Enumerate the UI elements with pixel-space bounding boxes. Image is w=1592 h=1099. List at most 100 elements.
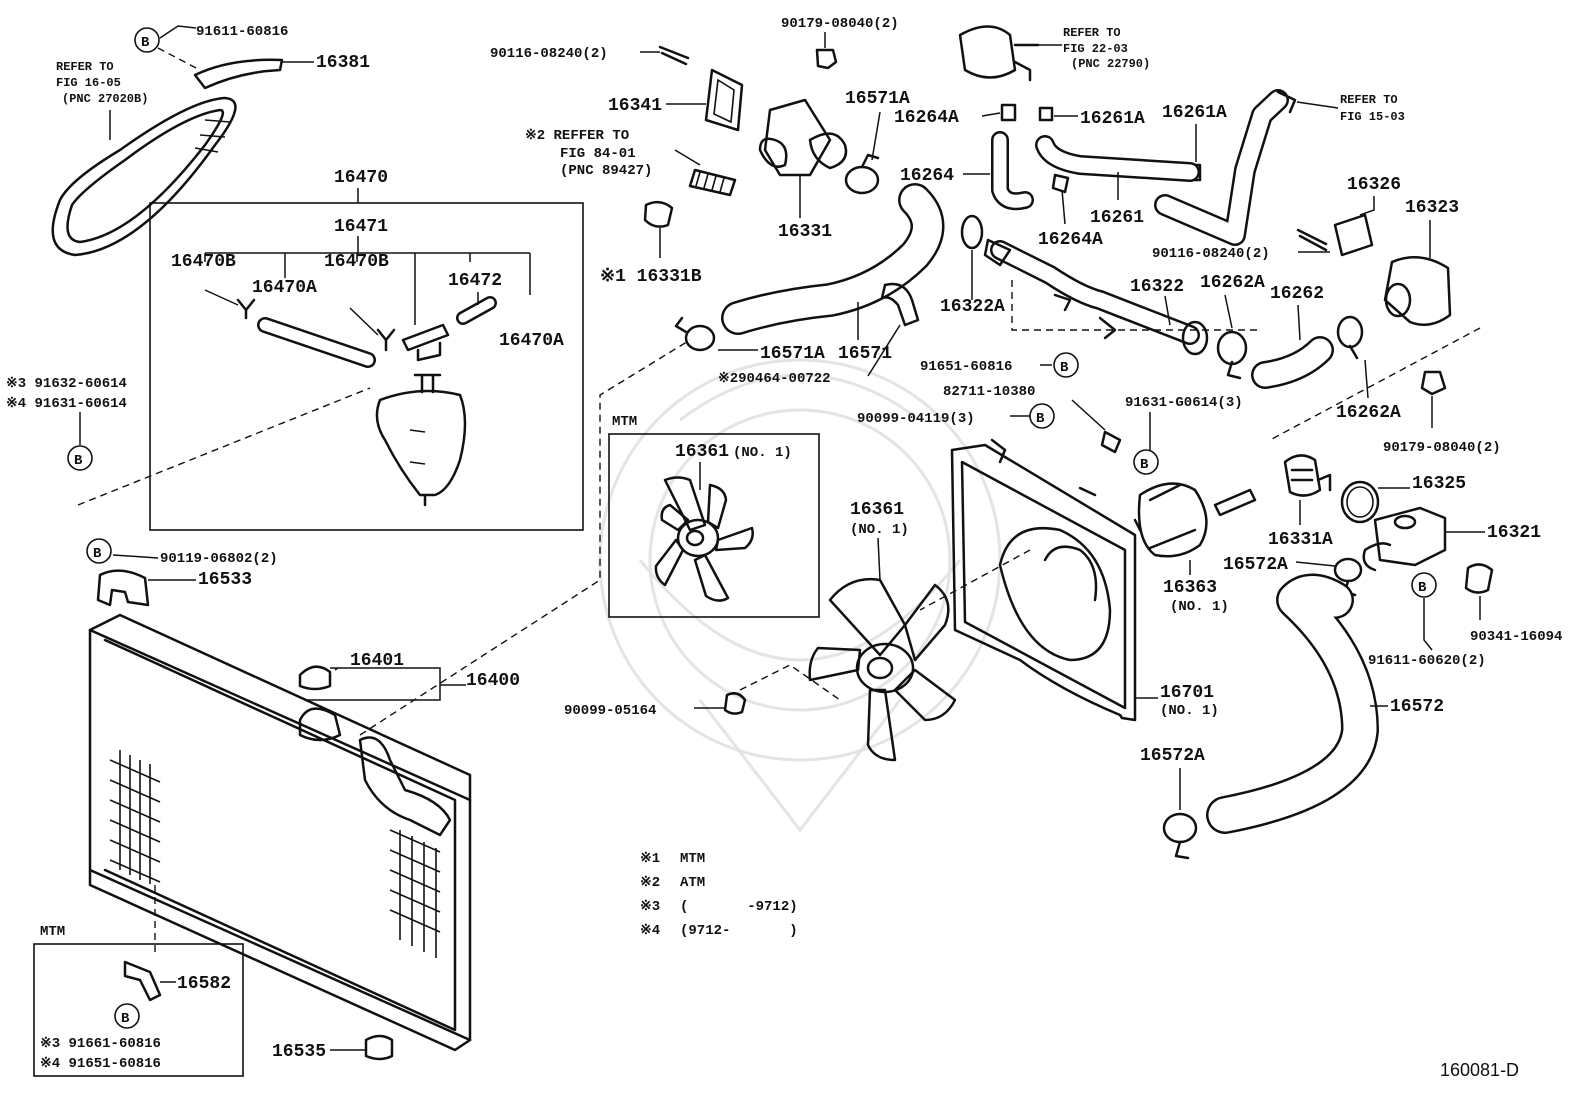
lower-radiator-hose-16572: [1206, 573, 1379, 834]
reservoir-group-box: [149, 202, 584, 531]
water-pipe-refer-15: [1154, 89, 1297, 246]
callout-16470a: 16470A: [252, 278, 317, 298]
callout-91651-60816: 91651-60816: [920, 359, 1012, 375]
clamp-16262a-top: [1216, 330, 1248, 380]
circle-b-marker: B: [134, 27, 160, 53]
callout-16470: 16470: [334, 168, 388, 188]
refer-22-line3: (PNC 22790): [1071, 57, 1150, 71]
circle-b-marker-91651: B: [1053, 352, 1079, 378]
callout-16331a: 16331A: [1268, 530, 1333, 550]
nut-90099-05164: [723, 692, 747, 715]
svg-text:B: B: [1036, 411, 1045, 427]
callout-16341: 16341: [608, 96, 662, 116]
callout-16262a-bottom: 16262A: [1336, 403, 1401, 423]
refer-22-line2: FIG 22-03: [1063, 42, 1128, 56]
circle-b-marker-bottom: B: [114, 1003, 140, 1029]
mtm-fan-label: MTM: [612, 414, 637, 430]
nut-right: [1420, 370, 1447, 396]
callout-16571a-bottom: 16571A: [760, 344, 825, 364]
callout-16323: 16323: [1405, 198, 1459, 218]
gasket-16326: [1333, 213, 1374, 257]
rivet-82711: [1100, 430, 1122, 454]
callout-16361-main-no: (NO. 1): [850, 522, 909, 538]
radiator-cap: [298, 665, 332, 691]
callout-91611-60620: 91611-60620(2): [1368, 653, 1486, 669]
legend-mark-2: ※2: [640, 875, 660, 891]
callout-16381: 16381: [316, 53, 370, 73]
circle-b-marker-bracket: B: [86, 538, 112, 564]
callout-16262: 16262: [1270, 284, 1324, 304]
callout-16572: 16572: [1390, 697, 1444, 717]
stud-right: [1296, 228, 1328, 252]
callout-90099-04119: 90099-04119(3): [857, 411, 975, 427]
outlet-housing-16331: [758, 98, 848, 177]
clamp-16571a-bottom: [674, 316, 716, 352]
refer-84-line1: ※2 REFFER TO: [525, 128, 629, 144]
reservoir-tank: [375, 373, 467, 507]
legend-mark-1: ※1: [640, 851, 660, 867]
radiator-support-bracket: [96, 569, 150, 607]
callout-16322: 16322: [1130, 277, 1184, 297]
callout-90119-06802: 90119-06802(2): [160, 551, 278, 567]
refer-belt-line3: (PNC 27020B): [62, 92, 148, 106]
svg-text:B: B: [74, 453, 83, 469]
refer-22-line1: REFER TO: [1063, 26, 1121, 40]
refer-belt-line2: FIG 16-05: [56, 76, 121, 90]
svg-text:B: B: [1140, 457, 1149, 473]
callout-90179-08040-top: 90179-08040(2): [781, 16, 899, 32]
circle-b-marker-left: B: [67, 445, 93, 471]
callout-16701-no: (NO. 1): [1160, 703, 1219, 719]
drive-belt: [51, 96, 237, 257]
note4-bottom: ※4 91651-60816: [40, 1056, 161, 1072]
vacuum-valve-part: [958, 25, 1040, 82]
fan-motor-16363: [1133, 482, 1257, 558]
refer-84-line2: FIG 84-01: [560, 146, 636, 162]
mtm-bottom-label: MTM: [40, 924, 65, 940]
callout-90116-08240-top: 90116-08240(2): [490, 46, 608, 62]
reservoir-overflow-hose: [456, 296, 497, 325]
clamp-16264a-bottom: [1051, 173, 1070, 194]
callout-16363-no: (NO. 1): [1170, 599, 1229, 615]
callout-90099-05164: 90099-05164: [564, 703, 656, 719]
fan-16361-mtm: [654, 476, 754, 602]
svg-text:B: B: [141, 35, 150, 51]
callout-16261a-right: 16261A: [1162, 103, 1227, 123]
callout-16262a-top: 16262A: [1200, 273, 1265, 293]
gasket-16341: [704, 68, 744, 132]
clamp-16571a-top: [844, 153, 880, 195]
clamp-16264a-top: [1000, 103, 1017, 122]
note3-bottom: ※3 91661-60816: [40, 1036, 161, 1052]
legend-text-2: ATM: [680, 875, 705, 891]
callout-16533: 16533: [198, 570, 252, 590]
note3-bolt: ※3 91632-60614: [6, 376, 127, 392]
callout-16331: 16331: [778, 222, 832, 242]
thermostat-16331a: [1283, 454, 1332, 497]
legend-text-4: (9712- ): [680, 923, 798, 939]
refer-belt-line1: REFER TO: [56, 60, 114, 74]
callout-16261: 16261: [1090, 208, 1144, 228]
callout-90116-08240-right: 90116-08240(2): [1152, 246, 1270, 262]
gasket-16325: [1340, 480, 1380, 524]
svg-text:B: B: [1060, 360, 1069, 376]
drain-plug: [364, 1034, 394, 1061]
plug-16331b: [643, 200, 674, 228]
callout-16321: 16321: [1487, 523, 1541, 543]
clamp-16572a-bottom: [1162, 812, 1198, 860]
figure-id: 160081-D: [1440, 1060, 1519, 1080]
callout-16571a-top: 16571A: [845, 89, 910, 109]
inlet-16323: [1383, 255, 1452, 327]
callout-16401: 16401: [350, 651, 404, 671]
reservoir-clip-left: [236, 298, 256, 320]
callout-16331b: ※1 16331B: [600, 267, 702, 287]
callout-16264: 16264: [900, 166, 954, 186]
svg-text:B: B: [93, 546, 102, 562]
hose-16264: [991, 131, 1034, 211]
callout-90341-16094: 90341-16094: [1470, 629, 1562, 645]
radiator-core: [88, 613, 472, 1052]
circle-b-marker-inlet: B: [1411, 572, 1437, 598]
water-pipe-16322: [983, 238, 1209, 356]
callout-16261a-left: 16261A: [1080, 109, 1145, 129]
clamp-16261a-left: [1038, 106, 1054, 122]
clamp-16262a-bottom: [1336, 315, 1364, 360]
